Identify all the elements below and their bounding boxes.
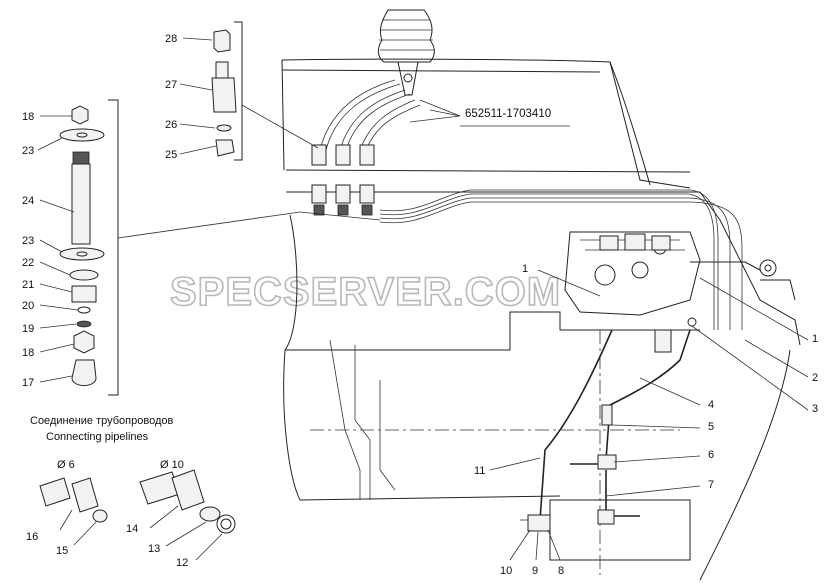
callout-3: 3 bbox=[812, 403, 818, 415]
exploded-fitting-column bbox=[59, 99, 301, 396]
callout-25: 25 bbox=[165, 149, 177, 161]
exploded-parts-25-28 bbox=[211, 21, 319, 161]
callout-14: 14 bbox=[126, 523, 138, 535]
gearbox-assembly bbox=[564, 231, 796, 353]
callout-28: 28 bbox=[165, 33, 177, 45]
callout-7: 7 bbox=[708, 479, 714, 491]
caption-ru: Соединение трубопроводов bbox=[30, 415, 173, 427]
callout-16: 16 bbox=[26, 531, 38, 543]
callout-26: 26 bbox=[165, 119, 177, 131]
callout-8: 8 bbox=[558, 565, 564, 577]
pipelines-bundle bbox=[319, 79, 743, 330]
callout-1-left: 1 bbox=[522, 263, 528, 275]
callout-11: 11 bbox=[474, 465, 485, 477]
cab-outline bbox=[281, 58, 801, 581]
watermark: SPECSERVER.COM bbox=[170, 270, 561, 314]
callout-18-bottom: 18 bbox=[22, 347, 34, 359]
callout-10: 10 bbox=[500, 565, 512, 577]
callout-23-bottom: 23 bbox=[22, 235, 34, 247]
callout-12: 12 bbox=[176, 557, 188, 569]
callout-21: 21 bbox=[22, 279, 34, 291]
part-number-label: 652511-1703410 bbox=[465, 108, 551, 120]
callout-4: 4 bbox=[708, 399, 714, 411]
callout-9: 9 bbox=[532, 565, 538, 577]
callout-15: 15 bbox=[56, 545, 68, 557]
callout-24: 24 bbox=[22, 195, 34, 207]
valve-block bbox=[299, 144, 381, 221]
leader-lines bbox=[37, 37, 809, 561]
callout-22: 22 bbox=[22, 257, 34, 269]
callout-6: 6 bbox=[708, 449, 714, 461]
callout-5: 5 bbox=[708, 421, 714, 433]
callout-1-right: 1 bbox=[812, 333, 818, 345]
callout-numbers: 28 27 26 25 18 23 24 23 22 21 20 19 18 1… bbox=[22, 33, 818, 577]
callout-20: 20 bbox=[22, 300, 34, 312]
caption-en: Connecting pipelines bbox=[46, 431, 149, 443]
callout-13: 13 bbox=[148, 543, 160, 555]
callout-23-top: 23 bbox=[22, 145, 34, 157]
callout-19: 19 bbox=[22, 323, 34, 335]
callout-17: 17 bbox=[22, 377, 34, 389]
callout-27: 27 bbox=[165, 79, 177, 91]
diameter-10-label: Ø 10 bbox=[160, 459, 184, 471]
connection-detail bbox=[39, 469, 236, 534]
callout-18-top: 18 bbox=[22, 111, 34, 123]
lower-pipe-routing bbox=[520, 329, 691, 561]
callout-2: 2 bbox=[812, 372, 818, 384]
diameter-6-label: Ø 6 bbox=[57, 459, 75, 471]
gear-lever-boot bbox=[377, 9, 435, 96]
